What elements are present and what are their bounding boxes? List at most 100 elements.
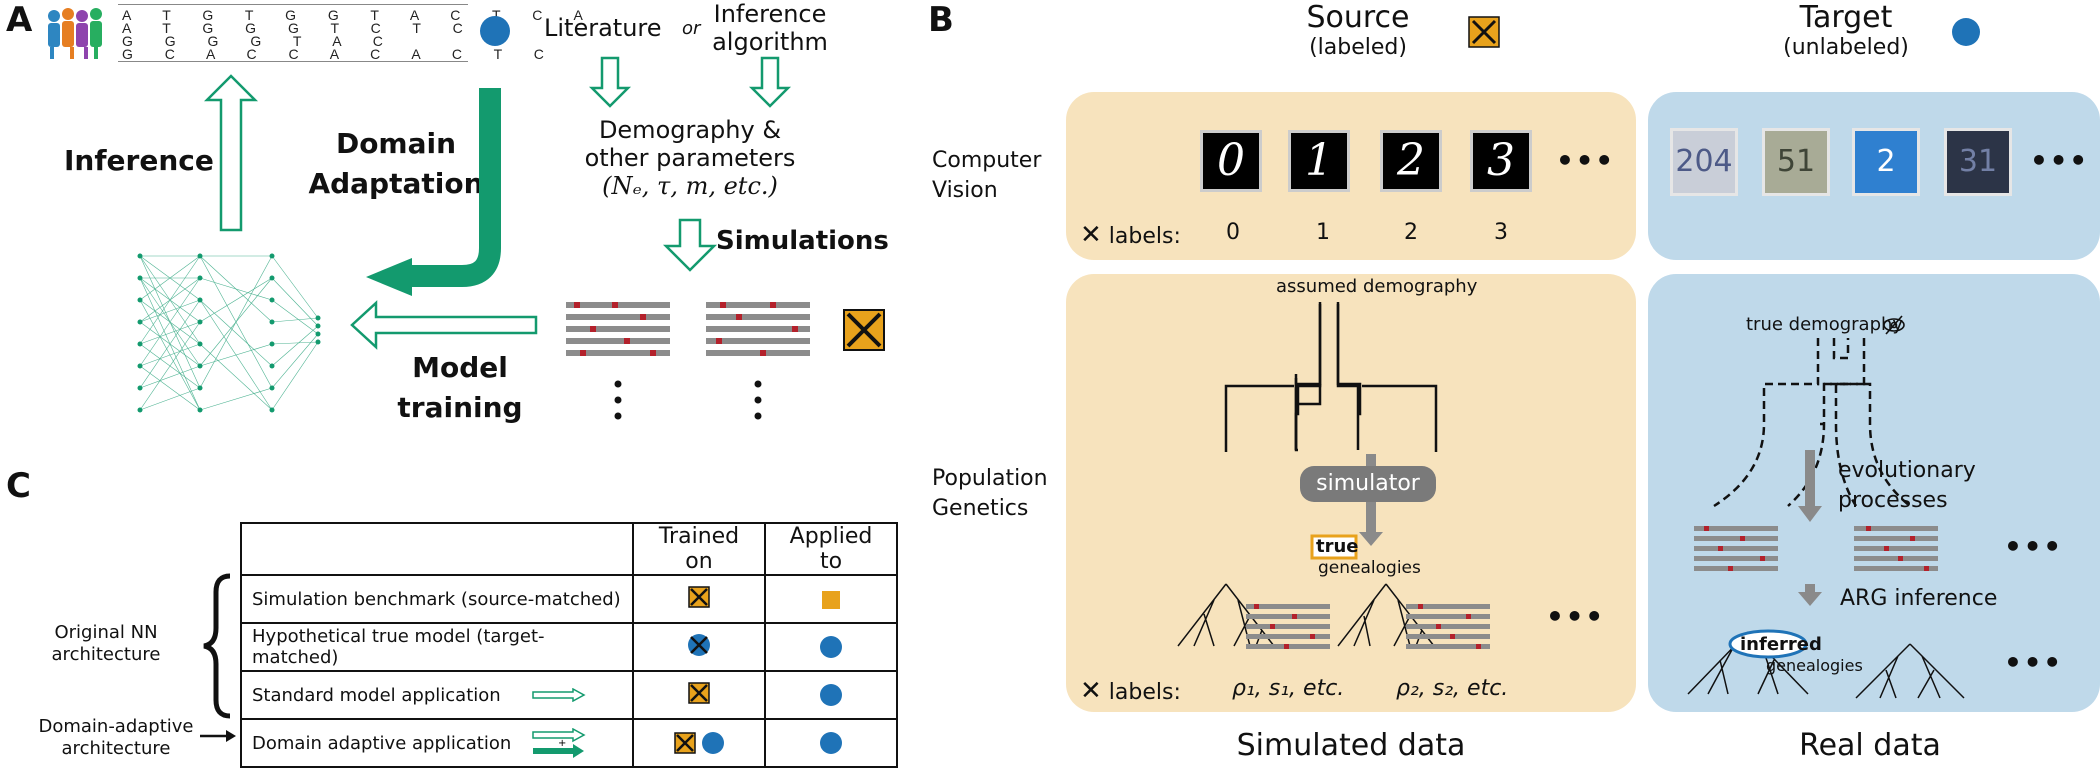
target-dot-icon	[820, 684, 842, 706]
pg-label-value: ρ₁, s₁, etc.	[1232, 676, 1345, 701]
cv-labels-row: ✕ labels:	[1080, 220, 1181, 250]
hollow-arrow-up-icon	[203, 74, 259, 232]
target-dot-icon	[701, 732, 724, 754]
table-row: Standard model application	[240, 670, 898, 720]
ellipsis: • • •	[1546, 600, 1603, 633]
target-dot-icon	[1952, 18, 1980, 46]
arg-inference-label: ARG inference	[1840, 586, 1998, 611]
table-cell	[764, 622, 898, 672]
cv-label-value: 2	[1404, 220, 1418, 245]
hollow-arrow-left-icon	[350, 300, 538, 350]
table-cell: Standard model application	[240, 670, 634, 720]
source-cv-panel	[1066, 92, 1636, 260]
panel-c-letter: C	[6, 466, 31, 506]
ellipsis: • • •	[2004, 646, 2061, 679]
mnist-digit: 1	[1288, 130, 1350, 192]
ellipsis: • • •	[2030, 144, 2087, 177]
svhn-digit: 204	[1670, 128, 1738, 196]
true-demography-tree	[1713, 338, 1911, 508]
literature-label: Literature	[544, 14, 662, 42]
source-haplotypes	[1246, 604, 1490, 649]
haplotype-block-icon	[1854, 526, 1938, 571]
table-row: Simulation benchmark (source-matched)	[240, 574, 898, 624]
haplotype-block-icon	[566, 302, 670, 356]
assumed-demography-tree	[1294, 304, 1362, 452]
source-header: Source (labeled)	[1306, 0, 1410, 60]
haplotype-block-icon	[1246, 604, 1330, 649]
target-dot-icon	[820, 732, 842, 754]
real-data-caption: Real data	[1799, 728, 1941, 763]
ellipsis: • • •	[1556, 144, 1613, 177]
cv-label-value: 0	[1226, 220, 1240, 245]
brace-icon	[203, 573, 231, 719]
mnist-digit: 3	[1470, 130, 1532, 192]
target-dot-icon	[820, 636, 842, 658]
panel-b-letter: B	[928, 0, 954, 40]
crossed-dot-icon	[688, 633, 710, 656]
neural-network-icon	[139, 255, 319, 411]
domain-adaptive-arrow-icon: +	[532, 728, 586, 758]
simulator-box: simulator	[1300, 466, 1436, 502]
source-marker-icon	[688, 681, 710, 704]
hollow-arrow-right-icon	[532, 688, 586, 702]
genealogies-label: genealogies	[1318, 558, 1421, 578]
hollow-arrow-down-icon	[588, 56, 632, 108]
inferred-genealogies-label: genealogies	[1766, 656, 1863, 675]
table-cell	[764, 718, 898, 768]
true-tag	[1310, 534, 1358, 560]
or-label: or	[682, 18, 701, 39]
haplotype-block-icon	[1406, 604, 1490, 649]
sequence-alignment: A T G T G G T A C T C A A T G G G T C T …	[118, 4, 583, 62]
source-square-icon	[822, 590, 840, 609]
arrow-right-icon	[200, 730, 236, 742]
ellipsis: • • •	[2004, 530, 2061, 563]
hollow-arrow-down-icon	[662, 218, 718, 272]
table-header-blank	[240, 522, 634, 576]
haplotype-block-icon	[1694, 526, 1778, 571]
source-marker-icon	[688, 585, 710, 608]
cv-label-value: 3	[1494, 220, 1508, 245]
arrow-head-icon	[366, 258, 412, 296]
target-pg-panel	[1648, 274, 2100, 712]
table-cell: Hypothetical true model (target-matched)	[240, 622, 634, 672]
people-icon	[48, 8, 102, 59]
panel-a-graphics	[137, 56, 885, 420]
panel-a-letter: A	[6, 0, 33, 40]
panel-b-graphics	[1177, 302, 1438, 647]
assumed-demography-label: assumed demography	[1276, 276, 1478, 297]
table-header: Trained on	[632, 522, 766, 576]
table-cell: Domain adaptive application +	[240, 718, 634, 768]
table-row: Hypothetical true model (target-matched)	[240, 622, 898, 672]
true-demography-label: true demography	[1746, 314, 1904, 335]
svhn-digit: 2	[1852, 128, 1920, 196]
table-cell	[632, 670, 766, 720]
source-marker-icon	[1468, 16, 1500, 48]
svhn-digit: 31	[1944, 128, 2012, 196]
true-label: true	[1316, 536, 1359, 557]
simulated-data-caption: Simulated data	[1236, 728, 1466, 763]
pg-label-value: ρ₂, s₂, etc.	[1396, 676, 1509, 701]
hidden-eye-icon	[1883, 315, 1905, 335]
svhn-digit: 51	[1762, 128, 1830, 196]
comparison-table: Trained on Applied to Simulation benchma…	[240, 522, 898, 768]
genealogy-tree-icon	[1855, 643, 1965, 699]
target-dot-icon	[480, 16, 510, 46]
demography-label: Demography &other parameters (Nₑ, τ, m, …	[584, 116, 796, 200]
table-cell	[632, 718, 766, 768]
table-header: Applied to	[764, 522, 898, 576]
domain-adaptation-arrow	[412, 88, 501, 287]
pg-labels-row: ✕ labels:	[1080, 676, 1181, 706]
table-cell	[764, 574, 898, 624]
source-marker-icon	[674, 732, 696, 754]
simulations-label: Simulations	[716, 226, 889, 256]
table-cell	[764, 670, 898, 720]
inference-label: Inference	[64, 144, 214, 177]
inferred-label: inferred	[1740, 634, 1822, 655]
